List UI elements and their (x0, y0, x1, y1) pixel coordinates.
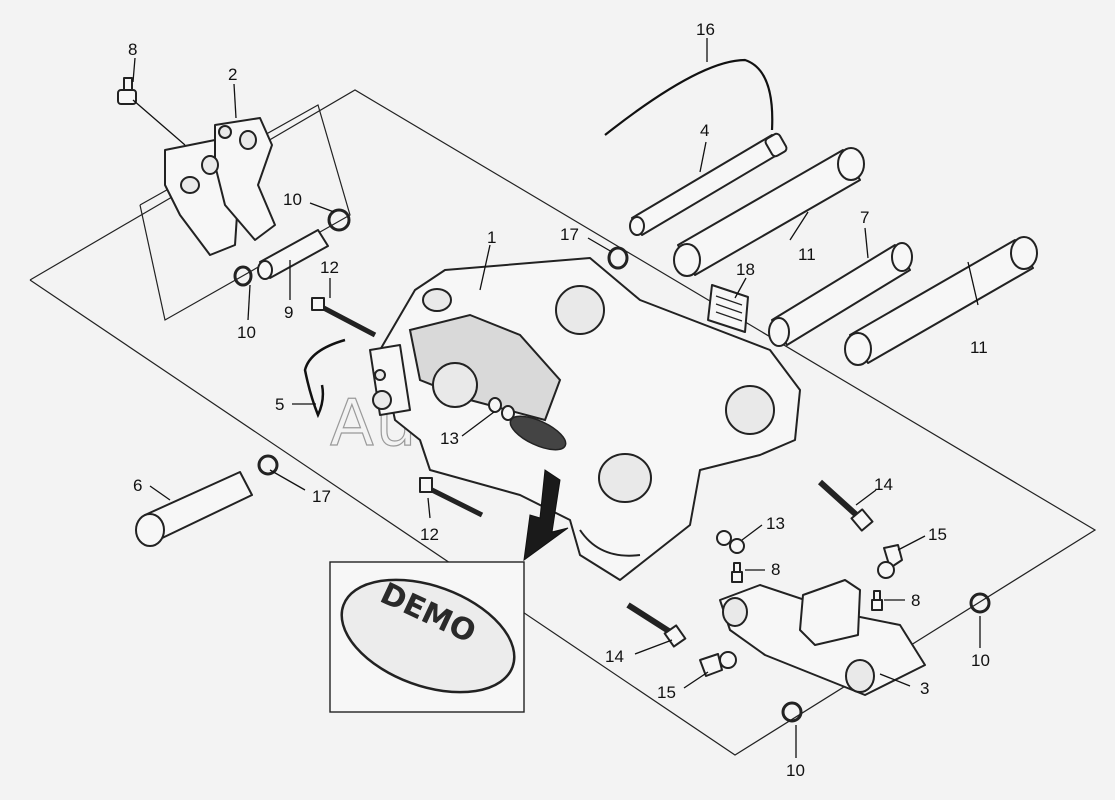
callout-numbers: 8 2 10 10 9 12 1 17 4 16 11 7 18 11 5 6 … (128, 20, 990, 780)
pivot-pin[interactable] (135, 471, 253, 547)
o-ring[interactable] (607, 246, 629, 270)
medium-pin[interactable] (768, 242, 913, 347)
large-pin-upper[interactable] (673, 147, 865, 277)
short-pin[interactable] (257, 229, 329, 280)
callout-12: 12 (320, 258, 339, 277)
callout-15: 15 (928, 525, 947, 544)
callout-16: 16 (696, 20, 715, 39)
hydraulic-cylinder[interactable] (719, 579, 926, 696)
retaining-clip[interactable] (303, 338, 346, 419)
callout-11: 11 (798, 245, 816, 264)
o-ring[interactable] (969, 592, 991, 614)
callout-12: 12 (420, 525, 439, 544)
o-ring[interactable] (327, 208, 351, 232)
callout-10: 10 (971, 651, 990, 670)
cable (604, 58, 774, 136)
callout-14: 14 (605, 647, 624, 666)
o-ring[interactable] (257, 454, 279, 476)
bolt-lower[interactable] (419, 477, 484, 518)
callout-15: 15 (657, 683, 676, 702)
bolt-upper[interactable] (311, 297, 377, 338)
locking-pin[interactable] (629, 132, 788, 236)
callout-8: 8 (771, 560, 780, 579)
o-ring[interactable] (233, 265, 253, 287)
callout-13: 13 (440, 429, 459, 448)
nuts-upper[interactable] (488, 397, 515, 421)
callout-7: 7 (860, 208, 869, 227)
logo-detail-inset: DEMO (329, 561, 525, 713)
callout-4: 4 (700, 121, 709, 140)
callout-14: 14 (874, 475, 893, 494)
nuts-lower[interactable] (716, 530, 745, 554)
callout-10: 10 (283, 190, 302, 209)
leader-lines (132, 38, 981, 758)
o-ring[interactable] (781, 701, 803, 723)
callout-8: 8 (128, 40, 137, 59)
grease-fitting[interactable] (731, 562, 743, 583)
callout-13: 13 (766, 514, 785, 533)
callout-10: 10 (786, 761, 805, 780)
elbow-fitting-lower[interactable] (699, 651, 737, 677)
main-body[interactable] (369, 257, 801, 581)
callout-9: 9 (284, 303, 293, 322)
callout-3: 3 (920, 679, 929, 698)
large-pin-lower[interactable] (844, 236, 1038, 366)
callout-6: 6 (133, 476, 142, 495)
callout-5: 5 (275, 395, 284, 414)
detail-arrow (523, 469, 569, 562)
hydraulic-hose-upper[interactable] (817, 479, 874, 532)
callout-1: 1 (487, 228, 496, 247)
callout-17: 17 (560, 225, 579, 244)
callout-2: 2 (228, 65, 237, 84)
bracket-plates[interactable] (164, 117, 276, 256)
callout-18: 18 (736, 260, 755, 279)
warning-label (707, 284, 749, 333)
callout-11: 11 (970, 338, 988, 357)
grease-fitting[interactable] (117, 77, 137, 105)
callout-17: 17 (312, 487, 331, 506)
grease-fitting[interactable] (871, 590, 883, 611)
hydraulic-hose-lower[interactable] (626, 602, 687, 648)
callout-10: 10 (237, 323, 256, 342)
elbow-fitting-upper[interactable] (877, 544, 903, 579)
callout-8: 8 (911, 591, 920, 610)
